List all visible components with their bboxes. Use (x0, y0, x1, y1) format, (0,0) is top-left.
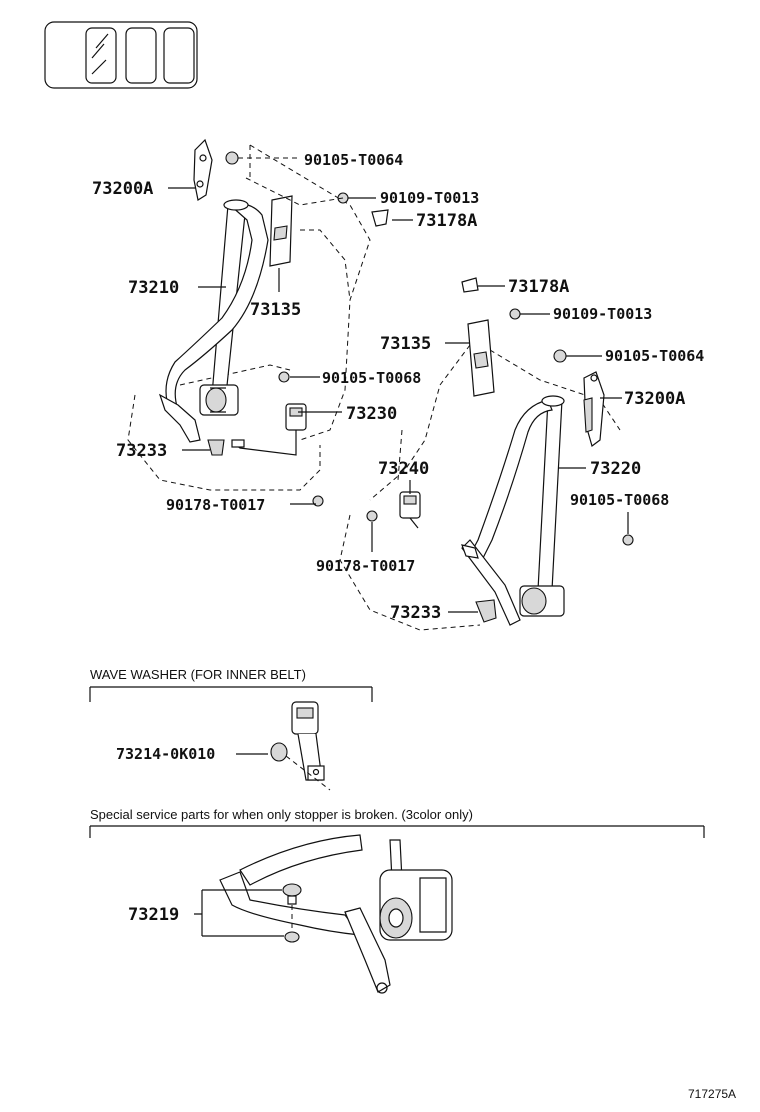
label-nut-left: 90178-T0017 (166, 496, 265, 514)
label-buckle-left: 73230 (346, 404, 397, 424)
label-cover-right: 73233 (390, 603, 441, 623)
part-labels: 73200A 90105-T0064 90109-T0013 73178A 73… (90, 151, 736, 1101)
label-belt-right: 73220 (590, 459, 641, 479)
label-stopper-part: 73219 (128, 905, 179, 925)
right-buckle (399, 491, 421, 529)
label-bolt-right-low: 90105-T0068 (570, 491, 669, 509)
right-cover (475, 599, 497, 623)
left-cover (207, 439, 225, 456)
wave-washer-assembly (270, 701, 331, 791)
right-seat-belt (461, 395, 565, 626)
left-buckle (231, 403, 307, 456)
left-belt-guide (269, 195, 293, 267)
label-upper-anchor-left: 73200A (92, 179, 153, 199)
left-bolts (225, 151, 389, 507)
wave-washer-note: WAVE WASHER (FOR INNER BELT) (90, 667, 306, 682)
stopper-assembly (219, 834, 453, 994)
vehicle-seat-layout-icon (44, 21, 198, 89)
special-service-note: Special service parts for when only stop… (90, 807, 473, 822)
label-bolt-top-left: 90105-T0064 (304, 151, 403, 169)
label-bolt-top-mid: 90109-T0013 (380, 189, 479, 207)
label-belt-left: 73210 (128, 278, 179, 298)
left-seat-belt (158, 199, 269, 443)
label-bolt-top-right: 90109-T0013 (553, 305, 652, 323)
left-upper-anchor (193, 138, 213, 201)
label-buckle-right: 73240 (378, 459, 429, 479)
label-guide-right: 73135 (380, 334, 431, 354)
left-seat-outline (127, 144, 371, 491)
right-seat-outline (339, 344, 621, 631)
figure-id: 717275A (688, 1087, 736, 1101)
right-cover-top (461, 277, 479, 293)
special-service-bracket (89, 825, 705, 838)
label-cover-top-left: 73178A (416, 211, 477, 231)
label-bolt-mid-left: 90105-T0068 (322, 369, 421, 387)
wave-washer-bracket (89, 686, 373, 702)
label-bolt-right-top: 90105-T0064 (605, 347, 704, 365)
label-guide-left: 73135 (250, 300, 301, 320)
right-upper-anchor (583, 371, 605, 448)
right-belt-guide (467, 319, 495, 397)
label-upper-anchor-right: 73200A (624, 389, 685, 409)
label-cover-left: 73233 (116, 441, 167, 461)
stopper-leader (194, 889, 284, 937)
label-washer-part: 73214-0K010 (116, 745, 215, 763)
right-retractor (519, 585, 565, 617)
leader-lines (168, 145, 629, 613)
left-retractor (199, 384, 239, 416)
right-bolts (366, 308, 634, 546)
label-cover-top-right: 73178A (508, 277, 569, 297)
label-nut-right: 90178-T0017 (316, 557, 415, 575)
